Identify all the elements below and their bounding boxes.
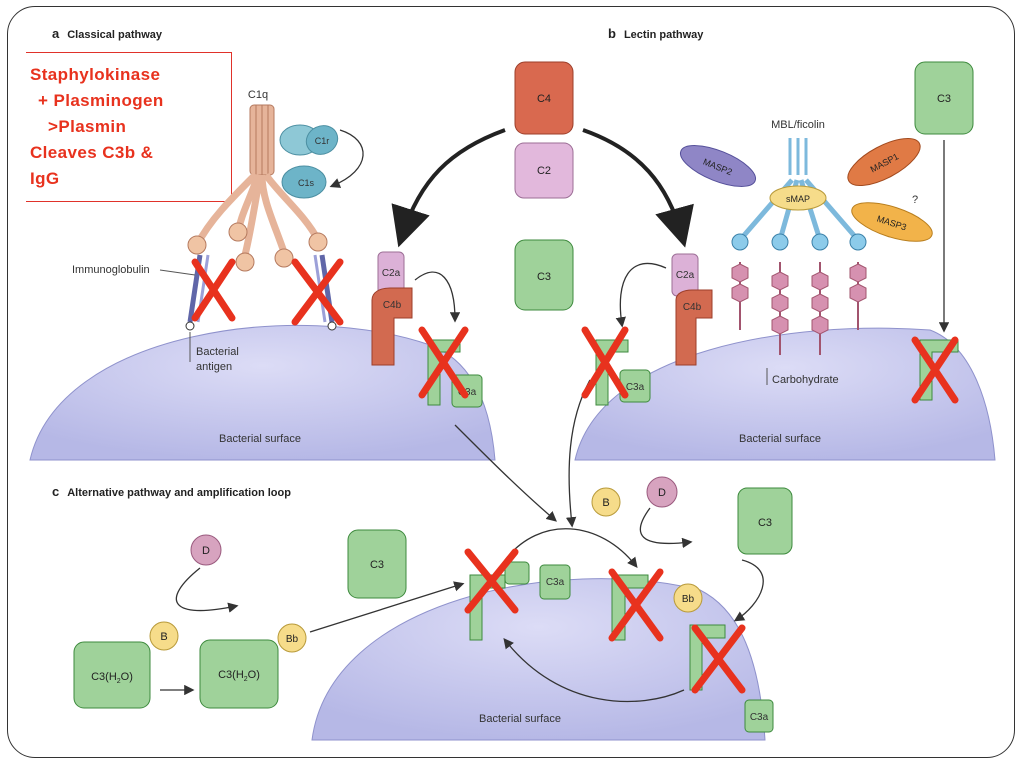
factor-b-label-2: B — [602, 497, 609, 509]
cross-c3b-lectin — [911, 336, 959, 404]
panel-c-heading: c Alternative pathway and amplification l… — [52, 484, 291, 499]
bacterial-surface-c-label: Bacterial surface — [479, 713, 561, 725]
c3h2o-box-2 — [199, 639, 279, 709]
carbohydrate-chains — [731, 262, 867, 355]
factor-b-label: B — [160, 631, 167, 643]
cross-c3b-c3 — [691, 624, 746, 694]
bacterial-antigen-label-2: antigen — [196, 361, 232, 373]
panel-b-title: Lectin pathway — [623, 29, 704, 41]
bacterial-surface-b-label: Bacterial surface — [739, 433, 821, 445]
c3a-c-label: C3a — [546, 577, 565, 588]
c3-loop-box — [737, 487, 793, 555]
c3h2o-box-1 — [73, 641, 151, 709]
mbl-ficolin: MBL/ficolin — [731, 119, 867, 251]
alternative-pathway-left: C3(H2O) B D C3(H2O) Bb C3 — [73, 529, 465, 709]
cross-c3b-a — [418, 326, 469, 399]
factor-bb-circle-2 — [673, 583, 703, 613]
center-components: C4 C2 C3 — [391, 61, 694, 311]
bacterial-surface-a-label: Bacterial surface — [219, 433, 301, 445]
cross-c3b-b — [581, 326, 629, 399]
question-mark-label: ? — [912, 194, 918, 206]
c1q-label: C1q — [248, 89, 268, 101]
panel-c-letter: c — [52, 484, 60, 499]
callout-line-4: Cleaves C3b & — [30, 143, 154, 162]
c2-label: C2 — [537, 165, 551, 177]
panel-b-letter: b — [608, 26, 616, 41]
c3-lectin: C3 — [914, 61, 974, 401]
factor-bb-label-2: Bb — [682, 594, 695, 605]
factor-b-circle-2 — [591, 487, 621, 517]
c4-label: C4 — [537, 93, 551, 105]
panel-a-heading: a Classical pathway — [52, 26, 162, 41]
c3-center-box — [514, 239, 574, 311]
c4-box — [514, 61, 574, 135]
factor-d-label-c: D — [202, 545, 210, 557]
c3-lectin-label: C3 — [937, 93, 951, 105]
cross-igg-right — [291, 258, 344, 326]
callout-line-5: IgG — [30, 169, 60, 188]
smap-label: sMAP — [786, 194, 810, 204]
c3-center-label: C3 — [537, 271, 551, 283]
c1s-ellipse — [281, 165, 327, 199]
panel-b-heading: b Lectin pathway — [608, 26, 703, 41]
panel-a-title: Classical pathway — [67, 29, 163, 41]
c1r-label: C1r — [315, 136, 330, 146]
c4b-a-label: C4b — [383, 300, 402, 311]
c3h2o-label-1: C3(H2O) — [91, 671, 133, 685]
factor-d-circle-2 — [646, 476, 678, 508]
panel-c-title: Alternative pathway and amplification lo… — [67, 487, 291, 499]
cross-c3b-c2 — [608, 568, 664, 642]
c4b-b — [675, 289, 713, 366]
bacterial-antigen-label-1: Bacterial — [196, 346, 239, 358]
c2a-a-label: C2a — [382, 268, 401, 279]
c3a-c-box-2 — [744, 699, 774, 733]
mbl-ficolin-label: MBL/ficolin — [771, 119, 825, 131]
factor-bb-circle-1 — [277, 623, 307, 653]
masp-proteins: MASP2 MASP1 MASP3 sMAP ? — [679, 138, 933, 242]
c3-loop-label: C3 — [758, 517, 772, 529]
carbohydrate-label: Carbohydrate — [772, 374, 839, 386]
c3a-c-box — [539, 564, 571, 600]
c1q-complex: C1q — [187, 89, 328, 272]
c1r-c1s: C1r C1s — [279, 124, 364, 199]
callout-line-1: Staphylokinase — [30, 65, 161, 84]
slide-frame — [7, 6, 1015, 758]
c3-lectin-box — [914, 61, 974, 135]
cross-igg-left — [191, 258, 236, 322]
factor-bb-label-1: Bb — [286, 634, 299, 645]
immunoglobulin-label: Immunoglobulin — [72, 264, 150, 276]
c4b2a-b: C2a C4b — [615, 253, 713, 366]
c3-alt-label: C3 — [370, 559, 384, 571]
factor-b-circle — [149, 621, 179, 651]
callout-line-3: >Plasmin — [48, 117, 127, 136]
c2-box — [514, 142, 574, 199]
c3-alt-box — [347, 529, 407, 599]
c2a-b-label: C2a — [676, 270, 695, 281]
c1s-label: C1s — [298, 178, 315, 188]
factor-d-label-2: D — [658, 487, 666, 499]
masp2 — [679, 145, 757, 187]
staphylokinase-callout: Staphylokinase + Plasminogen >Plasmin Cl… — [26, 52, 232, 202]
callout-line-2: + Plasminogen — [38, 91, 164, 110]
smap — [769, 185, 827, 211]
c4b2a-a: C2a C4b — [371, 251, 461, 366]
panel-a-letter: a — [52, 26, 60, 41]
c4b-a — [371, 287, 413, 366]
factor-d-circle-c — [190, 534, 222, 566]
c3a-b-label: C3a — [626, 382, 645, 393]
c3a-c-label-2: C3a — [750, 712, 769, 723]
c4b-b-label: C4b — [683, 302, 702, 313]
cross-c3b-c1 — [464, 548, 519, 614]
masp1 — [847, 138, 921, 186]
red-crosses — [191, 258, 959, 694]
masp3 — [851, 202, 933, 242]
c3h2o-label-2: C3(H2O) — [218, 669, 260, 683]
